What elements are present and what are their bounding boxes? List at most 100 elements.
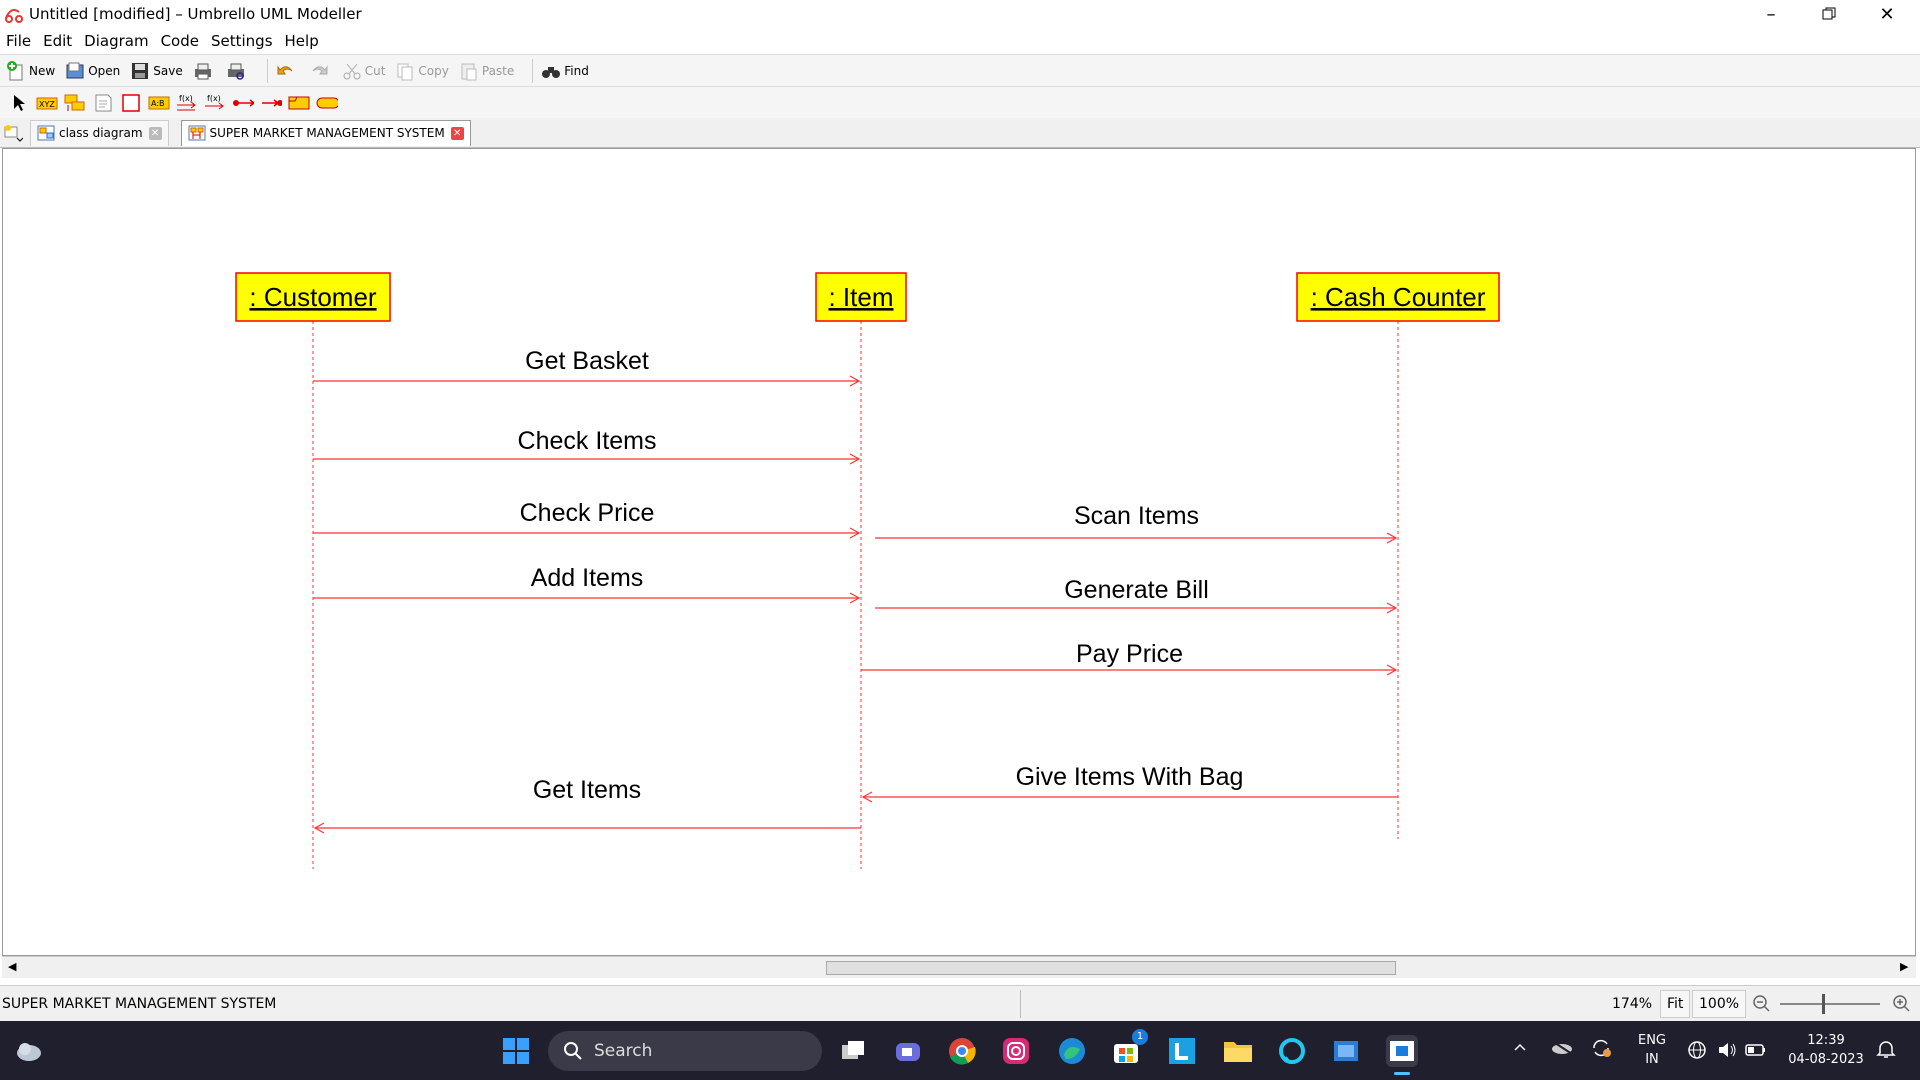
tray-overflow-button[interactable] xyxy=(1512,1039,1528,1061)
teams-meet-button[interactable] xyxy=(892,1035,924,1067)
undo-button[interactable] xyxy=(276,58,299,84)
zoom-fit-button[interactable]: Fit xyxy=(1660,990,1691,1018)
select-tool[interactable] xyxy=(8,92,30,114)
chrome-button[interactable] xyxy=(946,1035,978,1067)
combined-fragment-tool[interactable] xyxy=(288,92,310,114)
clock[interactable]: 12:39 04-08-2023 xyxy=(1778,1031,1874,1069)
arrow-head[interactable] xyxy=(1386,602,1398,614)
box-tool[interactable] xyxy=(120,92,142,114)
task-view-button[interactable] xyxy=(838,1035,870,1067)
found-message-tool[interactable] xyxy=(232,92,254,114)
menu-settings[interactable]: Settings xyxy=(210,32,273,50)
object-label[interactable]: : Item xyxy=(828,282,893,312)
instagram-button[interactable] xyxy=(1000,1035,1032,1067)
pinned-app-button[interactable] xyxy=(1330,1035,1362,1067)
minimize-button[interactable]: – xyxy=(1766,3,1776,25)
message-label[interactable]: Check Items xyxy=(518,427,657,455)
note-tool[interactable] xyxy=(92,92,114,114)
zoom-in-button[interactable] xyxy=(1892,990,1912,1018)
text-tool[interactable]: A:B xyxy=(148,92,170,114)
arrow-head[interactable] xyxy=(849,592,861,604)
print-button[interactable] xyxy=(193,58,216,84)
weather-widget[interactable] xyxy=(12,1035,44,1067)
tab-super-market-management-system[interactable]: SUPER MARKET MANAGEMENT SYSTEM ✕ xyxy=(180,119,471,146)
object-label[interactable]: : Cash Counter xyxy=(1311,282,1486,312)
menu-edit[interactable]: Edit xyxy=(43,32,73,50)
main-toolbar: New Open Save Cut Copy Paste Find xyxy=(0,54,1920,86)
object-box[interactable] xyxy=(235,272,391,322)
object-tool[interactable]: XYZ xyxy=(36,92,58,114)
scroll-left-icon[interactable]: ◀ xyxy=(8,960,17,973)
network-tray-icon[interactable] xyxy=(1686,1039,1708,1067)
volume-tray-icon[interactable] xyxy=(1716,1039,1738,1067)
taskbar-search[interactable]: Search xyxy=(548,1031,822,1071)
save-disk-icon xyxy=(132,62,149,79)
file-explorer-button[interactable] xyxy=(1222,1035,1254,1067)
umbrello-taskbar-button[interactable] xyxy=(1386,1035,1418,1075)
new-button[interactable]: New xyxy=(6,58,55,84)
cut-button[interactable]: Cut xyxy=(342,58,385,84)
object-box[interactable] xyxy=(815,272,907,322)
battery-tray-icon[interactable] xyxy=(1744,1039,1768,1067)
open-button[interactable]: Open xyxy=(65,58,120,84)
arrow-head[interactable] xyxy=(849,375,861,387)
arrow-head[interactable] xyxy=(849,527,861,539)
object-label[interactable]: : Customer xyxy=(249,282,376,312)
zoom-100-button[interactable]: 100% xyxy=(1692,990,1747,1018)
onedrive-tray-icon[interactable] xyxy=(1550,1039,1574,1061)
print-preview-button[interactable] xyxy=(226,58,249,84)
copy-button[interactable]: Copy xyxy=(395,58,449,84)
arrow-head[interactable] xyxy=(861,791,873,803)
message-label[interactable]: Get Basket xyxy=(525,347,649,375)
sync-message-tool[interactable]: f(x) xyxy=(176,92,198,114)
object-box[interactable] xyxy=(1296,272,1500,322)
horizontal-scrollbar[interactable]: ◀ ▶ xyxy=(2,956,1916,978)
l-app-button[interactable] xyxy=(1166,1035,1198,1067)
arrow-head[interactable] xyxy=(313,822,325,834)
arrow-head[interactable] xyxy=(1386,664,1398,676)
message-label[interactable]: Scan Items xyxy=(1074,502,1199,530)
close-tab-icon[interactable]: ✕ xyxy=(450,126,464,140)
tab-class-diagram[interactable]: class diagram ✕ xyxy=(30,119,169,146)
precondition-tool[interactable] xyxy=(316,92,338,114)
toolbar-separator xyxy=(266,58,268,83)
menu-code[interactable]: Code xyxy=(160,32,199,50)
menu-help[interactable]: Help xyxy=(284,32,319,50)
message-label[interactable]: Pay Price xyxy=(1076,640,1183,668)
redo-button[interactable] xyxy=(309,58,332,84)
store-button[interactable]: 1 xyxy=(1110,1029,1148,1067)
edge-button[interactable] xyxy=(1056,1035,1088,1067)
arrow-head[interactable] xyxy=(849,453,861,465)
new-diagram-menu-button[interactable] xyxy=(0,121,26,145)
close-tab-icon[interactable]: ✕ xyxy=(148,126,162,140)
sync-tray-icon[interactable] xyxy=(1590,1037,1612,1065)
paste-button[interactable]: Paste xyxy=(459,58,514,84)
lost-message-tool[interactable] xyxy=(260,92,282,114)
message-label[interactable]: Add Items xyxy=(531,564,644,592)
message-label[interactable]: Get Items xyxy=(533,776,641,804)
language-indicator[interactable]: ENG IN xyxy=(1632,1031,1672,1069)
notifications-button[interactable] xyxy=(1874,1037,1898,1067)
message-label[interactable]: Check Price xyxy=(520,499,655,527)
message-label[interactable]: Give Items With Bag xyxy=(1016,763,1244,791)
zoom-slider[interactable] xyxy=(1780,990,1880,1018)
restore-button[interactable] xyxy=(1800,0,1858,28)
start-button[interactable] xyxy=(500,1035,532,1067)
arrow-head[interactable] xyxy=(1386,532,1398,544)
message-label[interactable]: Generate Bill xyxy=(1064,576,1209,604)
scrollbar-thumb[interactable] xyxy=(826,961,1396,975)
scroll-right-icon[interactable]: ▶ xyxy=(1900,960,1909,973)
close-button[interactable]: ✕ xyxy=(1879,3,1895,25)
save-button[interactable]: Save xyxy=(130,58,183,84)
lost-message-icon xyxy=(262,98,282,107)
pointer-arrow-icon xyxy=(14,94,25,111)
menu-file[interactable]: File xyxy=(6,32,32,50)
async-message-tool[interactable]: f(x) xyxy=(204,92,226,114)
zoom-out-button[interactable] xyxy=(1752,990,1772,1018)
alexa-button[interactable] xyxy=(1276,1035,1308,1067)
find-button[interactable]: Find xyxy=(541,58,589,84)
menu-diagram[interactable]: Diagram xyxy=(84,32,149,50)
actor-object-tool[interactable] xyxy=(64,92,86,114)
